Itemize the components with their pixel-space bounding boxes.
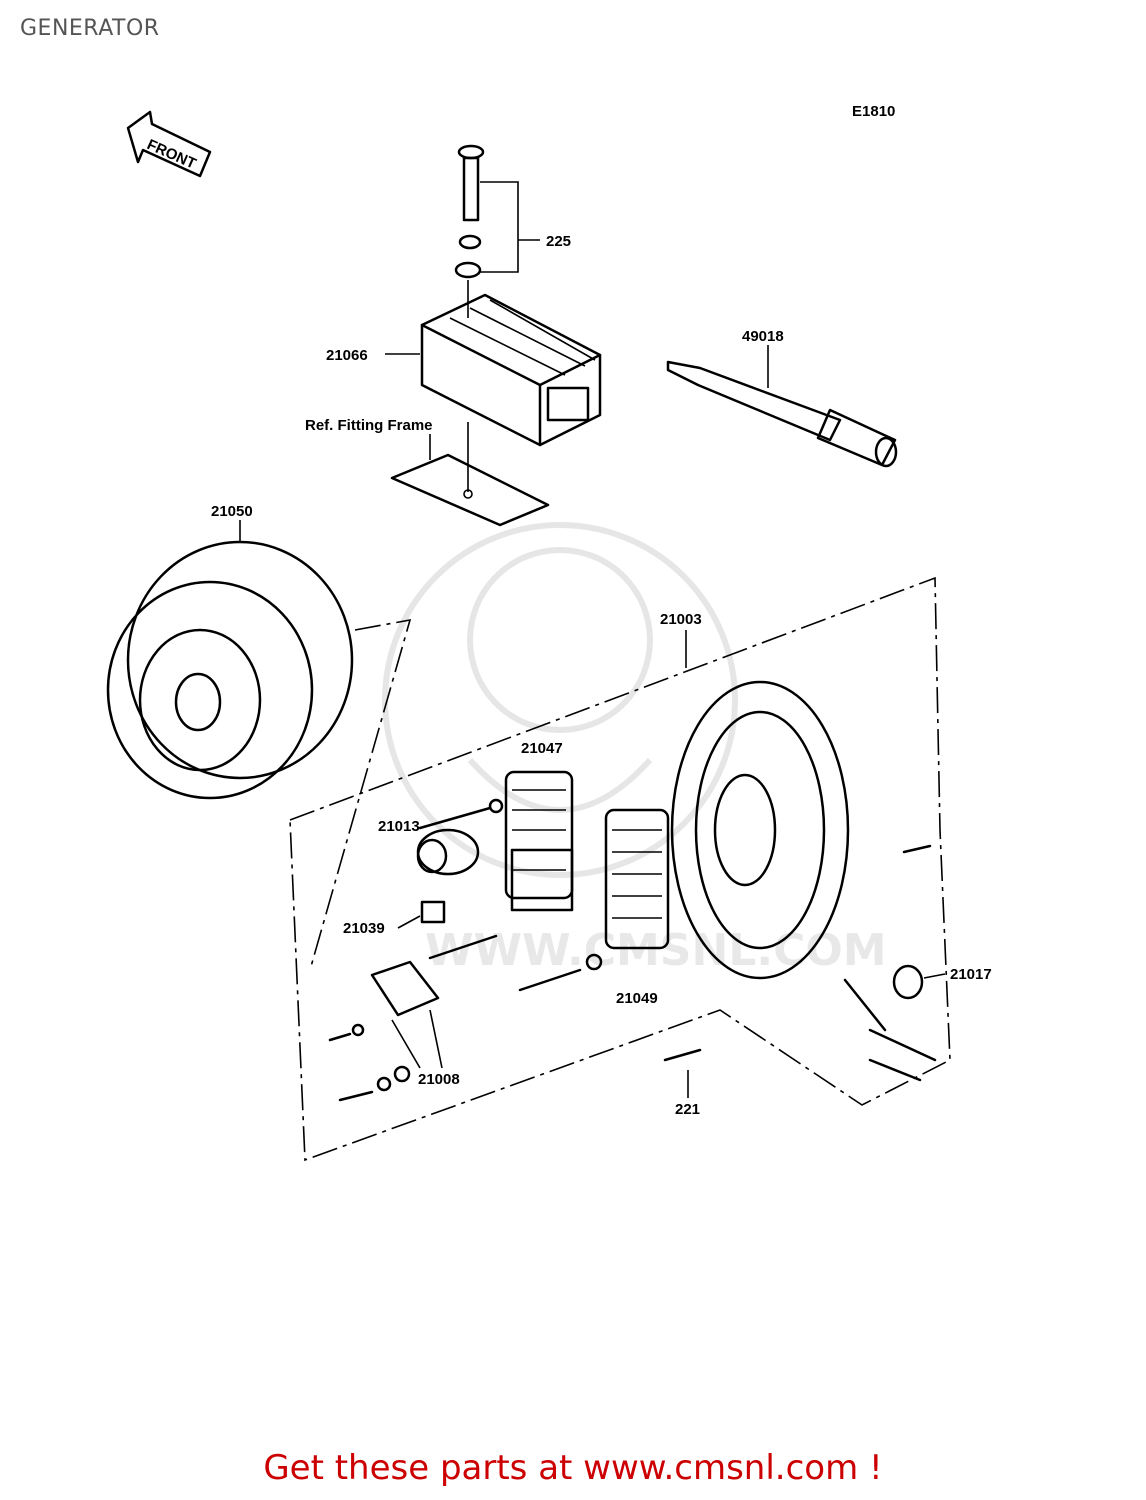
- part-label-221: 221: [675, 1101, 700, 1118]
- bolt-225-icon: [454, 144, 540, 279]
- part-label-21049: 21049: [616, 990, 658, 1007]
- part-label-21050: 21050: [211, 503, 253, 520]
- assembly-outline: [289, 576, 951, 1162]
- diagram-code: E1810: [852, 103, 895, 120]
- regulator-21066-icon: [420, 280, 602, 492]
- watermark-text: WWW.CMSNL.COM: [425, 925, 887, 976]
- part-label-21066: 21066: [326, 347, 368, 364]
- part-label-21039: 21039: [343, 920, 385, 937]
- brush-holder-21008-icon: [370, 960, 443, 1069]
- part-label-21003: 21003: [660, 611, 702, 628]
- part-label-21017: 21017: [950, 966, 992, 983]
- get-parts-link[interactable]: Get these parts at www.cmsnl.com !: [263, 1448, 883, 1488]
- flywheel-21050-icon: [106, 520, 354, 800]
- part-label-21047: 21047: [521, 740, 563, 757]
- part-label-21008: 21008: [418, 1071, 460, 1088]
- tool-49018-icon: [666, 345, 898, 468]
- screws-icon: [328, 798, 932, 1102]
- cmsnl-watermark: WWW.CMSNL.COM: [382, 522, 887, 976]
- coil-21047-icon: [504, 770, 574, 912]
- page-title: GENERATOR: [20, 16, 160, 41]
- part-label-49018: 49018: [742, 328, 784, 345]
- grommet-21017-icon: [843, 964, 946, 1082]
- coil-21049-icon: [604, 808, 670, 950]
- front-arrow-icon: FRONT: [126, 110, 212, 178]
- part-label-21013: 21013: [378, 818, 420, 835]
- part-label-225: 225: [546, 233, 571, 250]
- ref-fitting-frame: Ref. Fitting Frame: [305, 417, 433, 434]
- stator-plate-21003-icon: [670, 680, 850, 980]
- pickup-21013-icon: [416, 828, 480, 876]
- part-21039-icon: [397, 900, 446, 929]
- fitting-frame-icon: [390, 434, 550, 527]
